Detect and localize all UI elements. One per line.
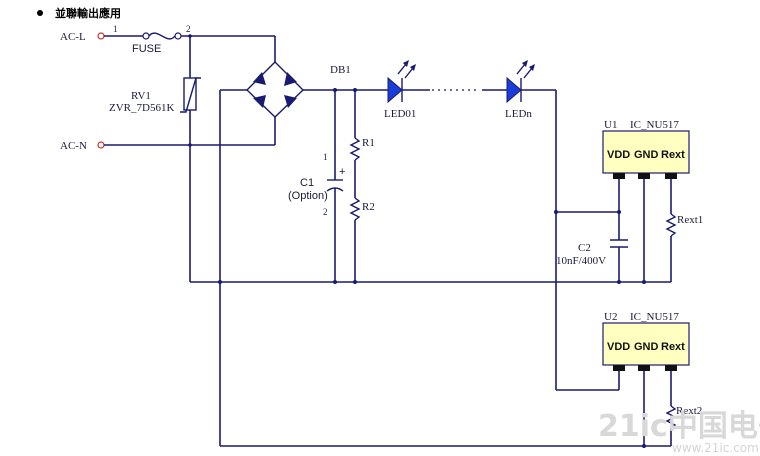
led-first: [387, 60, 416, 104]
u1-pin-rext: Rext: [661, 149, 685, 161]
ac-n-label: AC-N: [60, 140, 87, 152]
u2-part: IC_NU517: [630, 311, 679, 323]
led-first-label: LED01: [384, 108, 416, 120]
watermark-url: www.21ic.com: [672, 441, 759, 455]
resistor-rext1: [665, 213, 677, 237]
u1-pin-vdd: VDD: [607, 149, 630, 161]
r1-label: R1: [362, 137, 375, 149]
capacitor-c2: [610, 239, 628, 248]
resistor-r2: [349, 197, 361, 221]
varistor-symbol: [180, 77, 201, 113]
bridge-rectifier: [220, 36, 388, 145]
rext2-label: Rext2: [676, 405, 702, 417]
rext1-label: Rext1: [677, 214, 703, 226]
c1-pin2: 2: [323, 207, 328, 217]
fuse-pin2-label: 2: [186, 24, 191, 34]
u1-ref: U1: [604, 119, 617, 131]
ac-n-terminal: [97, 141, 105, 149]
bridge-ref: DB1: [330, 64, 351, 76]
c2-ref: C2: [578, 242, 591, 254]
title-bullet: [37, 10, 43, 16]
fuse-label: FUSE: [132, 43, 161, 55]
c2-value: 10nF/400V: [556, 255, 606, 267]
varistor-ref: RV1: [131, 90, 151, 102]
u1-part: IC_NU517: [630, 119, 679, 131]
u2-pin-gnd: GND: [634, 341, 659, 353]
led-last: [506, 60, 535, 104]
u2-pin-vdd: VDD: [607, 341, 630, 353]
u2-ref: U2: [604, 311, 617, 323]
ac-l-label: AC-L: [60, 31, 86, 43]
ic-u2-body: [602, 322, 690, 366]
c1-plus: +: [339, 166, 345, 178]
u2-pin-rext: Rext: [661, 341, 685, 353]
diagram-title: 並聯輸出應用: [55, 6, 121, 20]
resistor-r1: [349, 137, 361, 161]
c1-note: (Option): [288, 190, 328, 202]
fuse-symbol: [142, 32, 182, 40]
c1-pin1: 1: [323, 152, 328, 162]
ic-u1-body: [602, 130, 690, 174]
u1-pin-gnd: GND: [634, 149, 659, 161]
watermark-logo: 21ic中国电子网: [598, 409, 760, 444]
fuse-pin1-label: 1: [113, 24, 118, 34]
c1-ref: C1: [300, 177, 314, 189]
ac-l-terminal: [97, 32, 105, 40]
r2-label: R2: [362, 201, 375, 213]
led-last-label: LEDn: [505, 108, 532, 120]
resistor-rext2: [665, 405, 677, 429]
varistor-part: ZVR_7D561K: [109, 102, 174, 114]
